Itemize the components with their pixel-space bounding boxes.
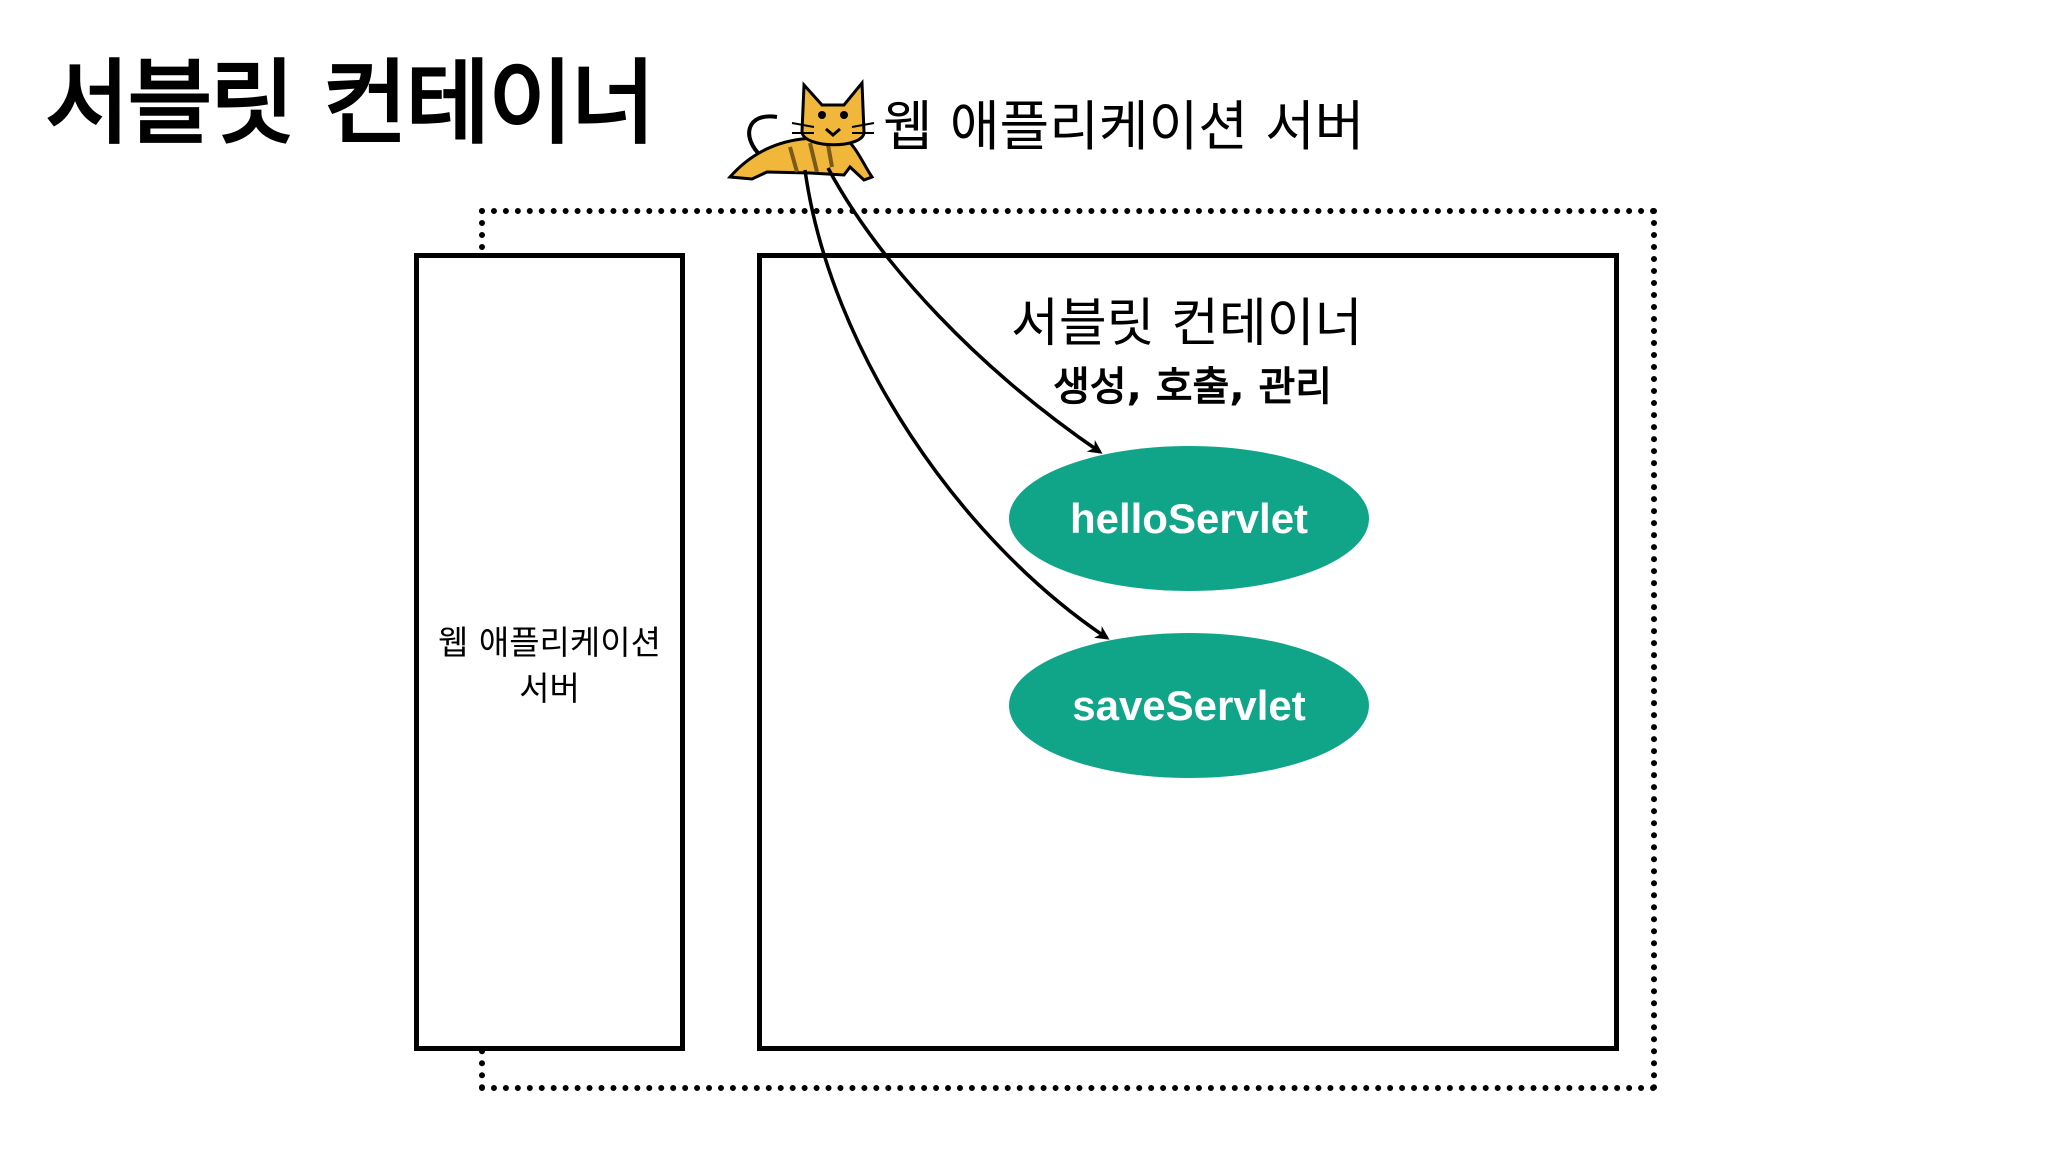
servlet-container-box — [757, 253, 1619, 1051]
web-application-server-box: 웹 애플리케이션 서버 — [414, 253, 685, 1051]
page-title: 서블릿 컨테이너 — [45, 50, 656, 157]
servlet-container-title: 서블릿 컨테이너 — [1011, 294, 1363, 354]
was-box-label-line1: 웹 애플리케이션 — [437, 622, 661, 662]
tomcat-cat-icon — [726, 78, 875, 182]
hello-servlet-node: helloServlet — [1009, 446, 1369, 591]
web-application-server-label: 웹 애플리케이션 서버 — [883, 95, 1365, 158]
servlet-container-subtitle: 생성, 호출, 관리 — [1053, 364, 1333, 410]
save-servlet-node: saveServlet — [1009, 633, 1369, 778]
was-box-label-line2: 서버 — [519, 669, 580, 708]
